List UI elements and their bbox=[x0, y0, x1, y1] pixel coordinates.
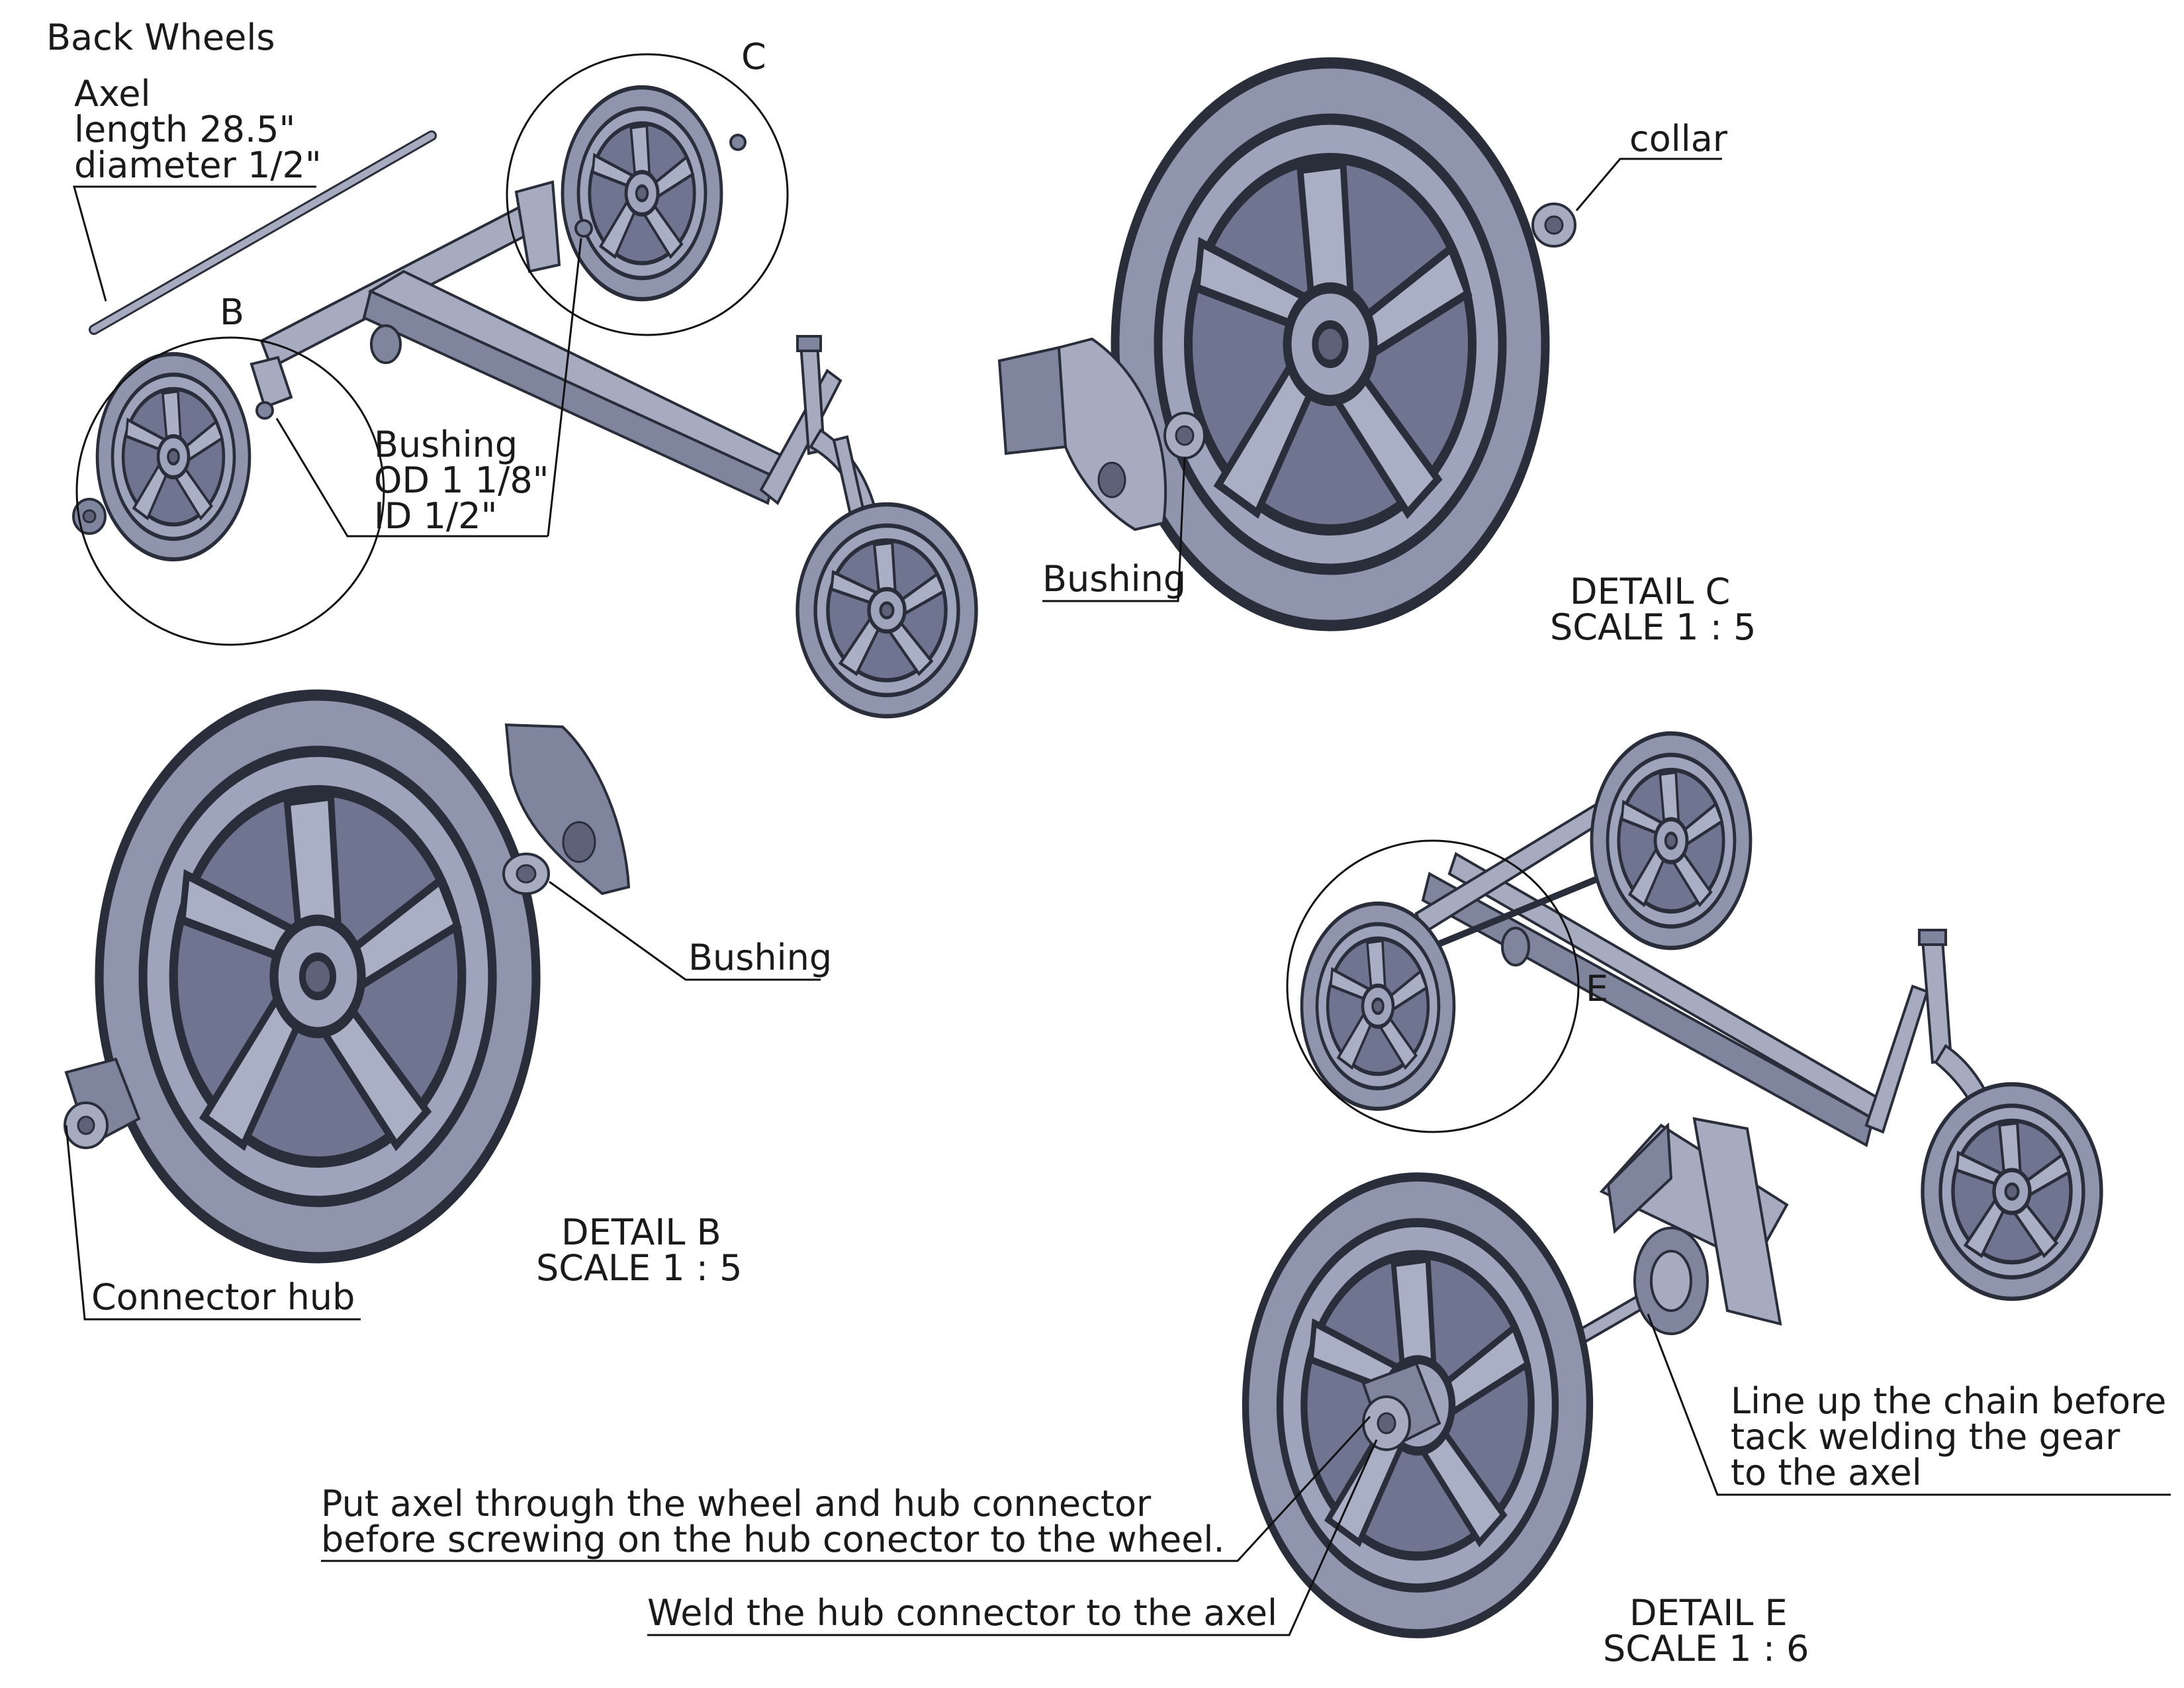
detail-e-scale: SCALE 1 : 6 bbox=[1603, 1628, 1809, 1669]
overview-assembly: Back Wheels Axel length 28.5" diameter 1… bbox=[46, 17, 976, 716]
frame-overview bbox=[250, 180, 882, 561]
chain-note-leader bbox=[1647, 1313, 2171, 1496]
detail-b-bushing-leader bbox=[549, 880, 821, 981]
detail-c-bushing bbox=[1163, 412, 1206, 459]
detail-b-title: DETAIL B bbox=[561, 1211, 721, 1253]
axel-leader-line bbox=[73, 185, 316, 302]
detail-c-bushing-label: Bushing bbox=[1042, 558, 1186, 600]
bushing-spec-line2: OD 1 1/8" bbox=[374, 459, 549, 501]
connector-hub-leader bbox=[65, 1125, 361, 1321]
callout-e-label: E bbox=[1586, 968, 1608, 1009]
chain-note-line1: Line up the chain before bbox=[1731, 1380, 2166, 1422]
wheel-c-overview bbox=[563, 87, 721, 299]
put-axel-note-line1: Put axel through the wheel and hub conne… bbox=[321, 1483, 1152, 1524]
axel-label-line2: length 28.5" bbox=[74, 109, 295, 150]
axle-rod bbox=[89, 130, 437, 335]
put-axel-note-leader bbox=[321, 1415, 1371, 1562]
title-back-wheels: Back Wheels bbox=[46, 17, 275, 58]
detail-c-title: DETAIL C bbox=[1570, 571, 1730, 612]
weld-hub-note: Weld the hub connector to the axel bbox=[647, 1592, 1277, 1634]
bushing-spec-line3: ID 1/2" bbox=[374, 495, 497, 537]
axel-label-line3: diameter 1/2" bbox=[74, 144, 322, 186]
bushing-c-small bbox=[574, 219, 593, 238]
assembled-back-wheel-far bbox=[1592, 733, 1751, 948]
assembled-front-wheel bbox=[1923, 1084, 2101, 1299]
detail-b-bushing bbox=[502, 853, 550, 895]
detail-e-frame bbox=[1599, 1117, 1789, 1326]
bushing-spec-line1: Bushing bbox=[374, 424, 518, 465]
weld-hub-note-leader bbox=[647, 1439, 1378, 1636]
bushing-b-small bbox=[255, 401, 274, 420]
detail-b-bracket bbox=[504, 723, 631, 896]
chain-note-line3: to the axel bbox=[1731, 1452, 1922, 1493]
detail-e-callout-circle bbox=[1286, 839, 1580, 1133]
detail-c-collar bbox=[1531, 203, 1576, 248]
front-wheel-overview bbox=[797, 504, 976, 716]
assembled-back-wheel-near bbox=[1302, 904, 1454, 1109]
axel-label-line1: Axel bbox=[74, 73, 150, 115]
detail-b-wheel bbox=[99, 695, 536, 1258]
sprocket-assembled bbox=[1501, 927, 1530, 966]
detail-b-callout-circle bbox=[75, 336, 385, 646]
collar-small bbox=[729, 134, 747, 151]
assembled-view: E bbox=[1286, 733, 2101, 1299]
detail-c-callout-circle bbox=[506, 53, 789, 336]
callout-b-label: B bbox=[220, 291, 244, 333]
put-axel-note-line2: before screwing on the hub conector to t… bbox=[321, 1519, 1225, 1560]
detail-b-bushing-label: Bushing bbox=[688, 937, 832, 978]
detail-b: Bushing Connector hub DETAIL B SCALE 1 :… bbox=[64, 695, 832, 1321]
sprocket-overview bbox=[370, 324, 402, 364]
detail-c: collar Bushing DETAIL C SCALE 1 : 5 bbox=[997, 63, 1756, 648]
collar-leader bbox=[1575, 158, 1722, 211]
detail-e-title: DETAIL E bbox=[1629, 1592, 1788, 1634]
bushing-spec-leader-b bbox=[275, 418, 548, 538]
detail-b-scale: SCALE 1 : 5 bbox=[536, 1247, 743, 1289]
detail-e: Line up the chain before tack welding th… bbox=[321, 1117, 2171, 1669]
bushing-spec-leader-c bbox=[547, 238, 582, 537]
detail-e-sprocket bbox=[1633, 1227, 1709, 1335]
detail-c-scale: SCALE 1 : 5 bbox=[1550, 606, 1756, 648]
callout-c-label: C bbox=[741, 36, 766, 77]
detail-c-bracket bbox=[997, 337, 1167, 532]
detail-c-bushing-leader bbox=[1042, 456, 1186, 602]
detail-c-wheel bbox=[1115, 63, 1545, 626]
detail-b-connector-hub bbox=[64, 1057, 141, 1149]
chain-note-line2: tack welding the gear bbox=[1731, 1416, 2120, 1458]
connector-hub-label: Connector hub bbox=[91, 1276, 355, 1318]
collar-label: collar bbox=[1629, 118, 1728, 160]
